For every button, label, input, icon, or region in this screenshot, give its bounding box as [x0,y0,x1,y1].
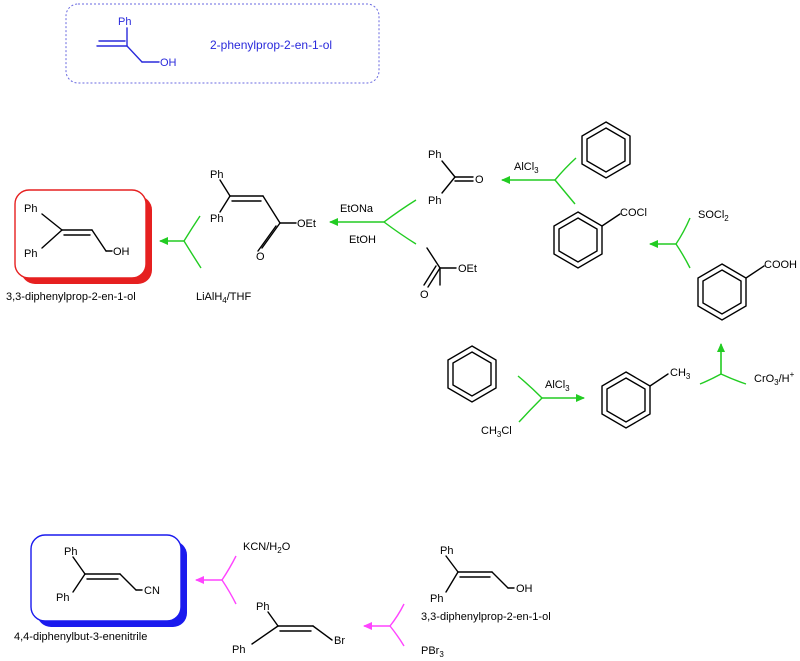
allylic-bromide: Ph Ph Br [232,601,345,656]
ethyl-acetate: O OEt [420,247,477,301]
ester1-ph-bottom: Ph [210,213,223,225]
toluene: CH3 [601,367,691,429]
etac-o: O [420,289,429,301]
t1-ph-bottom: Ph [24,248,37,260]
benzoyl-chloride: COCl [553,207,647,269]
target-box-red: Ph Ph OH [14,189,152,284]
benzene-top [581,121,631,179]
toluene-ch3: CH3 [670,367,691,381]
arrow-kcn [195,555,237,605]
target1-name: 3,3-diphenylprop-2-en-1-ol [6,291,136,303]
bzp-ph-top: Ph [428,149,441,161]
reagent-alcl3-top: AlCl3 [514,161,539,175]
arrow-alcl3-bottom [517,375,585,423]
sa-ph-top: Ph [440,545,453,557]
br-label: Br [334,635,345,647]
reagent-lialh4: LiAlH4/THF [196,291,251,305]
target2-name: 4,4-diphenylbut-3-enenitrile [14,631,147,643]
reagent-cro3: CrO3/H+ [754,370,795,387]
arrow-etona [329,199,417,245]
legend-ph: Ph [118,16,131,28]
sa-oh: OH [516,583,533,595]
br-ph-top: Ph [256,601,269,613]
etac-oet: OEt [458,263,477,275]
ester1-oet: OEt [297,218,316,230]
arrow-pbr3 [363,603,405,647]
cooh-label: COOH [764,259,797,271]
ester1-o: O [256,251,265,263]
benzene-middle [447,345,497,403]
start-alcohol: Ph Ph OH [430,545,533,605]
reagent-alcl3-bottom: AlCl3 [545,379,570,393]
t1-ph-top: Ph [24,203,37,215]
cocl-label: COCl [620,207,647,219]
bzp-ph-bottom: Ph [428,195,441,207]
ester1-ph-top: Ph [210,169,223,181]
reagent-etoh: EtOH [349,234,376,246]
benzoic-acid: COOH [697,259,797,321]
arrow-socl2 [649,217,691,269]
arrow-lialh4 [159,215,202,269]
t2-ph-bottom: Ph [56,592,69,604]
t2-ph-top: Ph [64,546,77,558]
legend-box: Ph OH 2-phenylprop-2-en-1-ol [65,3,380,84]
br-ph-bottom: Ph [232,644,245,656]
reagent-pbr3: PBr3 [421,645,444,659]
target-box-blue: Ph Ph CN [30,534,187,627]
benzophenone: Ph Ph O [428,149,484,207]
unsaturated-ester: Ph Ph O OEt [210,169,316,263]
reagent-socl2: SOCl2 [698,209,729,223]
t1-oh: OH [113,246,130,258]
reagent-ch3cl: CH3Cl [481,425,512,439]
arrow-alcl3-top [501,157,577,205]
t2-cn: CN [144,585,160,597]
arrow-cro3 [699,343,747,385]
bzp-o: O [475,174,484,186]
reagent-kcn: KCN/H2O [243,541,291,555]
legend-structure [96,27,160,63]
legend-oh: OH [160,57,177,69]
reagent-etona: EtONa [340,203,374,215]
start2-name: 3,3-diphenylprop-2-en-1-ol [421,611,551,623]
sa-ph-bottom: Ph [430,593,443,605]
legend-name: 2-phenylprop-2-en-1-ol [210,38,332,52]
